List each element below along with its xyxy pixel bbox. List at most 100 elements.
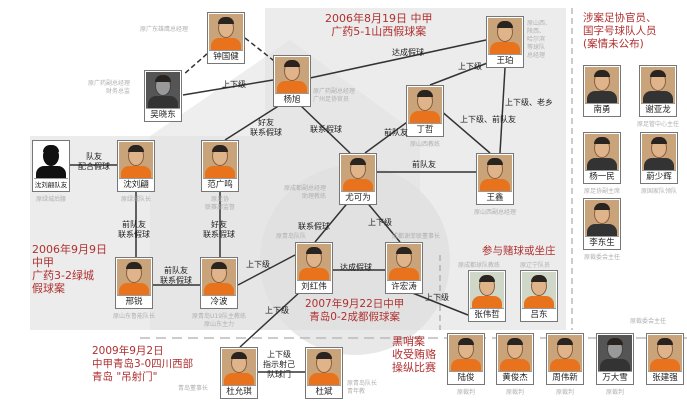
case-title-guangyao_shanxi: 2006年8月19日 中甲广药5-1山西假球案 bbox=[325, 12, 433, 38]
person-xingrui: 邢锐 bbox=[115, 257, 153, 309]
person-name: 南勇 bbox=[585, 103, 619, 116]
person-name: 沈刘翩 bbox=[119, 178, 153, 191]
person-name: 许宏涛 bbox=[387, 280, 421, 293]
edge-label-wu_yang: 上下级 bbox=[222, 80, 246, 89]
portrait-photo bbox=[222, 349, 256, 385]
person-dingzhe: 丁哲 bbox=[406, 85, 444, 137]
portrait-photo bbox=[341, 155, 375, 191]
edge-label-du_dubin: 上下级指示射己队球门 bbox=[263, 350, 295, 379]
person-name: 范广鸣 bbox=[203, 178, 237, 191]
edge-label-wang_ding: 上下级 bbox=[458, 62, 482, 71]
person-name: 吕东 bbox=[522, 308, 556, 321]
person-zhangweizhe: 张伟哲 bbox=[468, 270, 506, 322]
edge-leng_liu bbox=[237, 254, 296, 286]
person-wandaxue: 万大雪 bbox=[596, 333, 634, 385]
portrait-photo bbox=[209, 14, 243, 50]
person-caption: 原足管中心主任 bbox=[636, 121, 679, 128]
person-caption: 原裁判 bbox=[456, 389, 475, 396]
person-name: 万大雪 bbox=[598, 371, 632, 384]
person-lengbo: 冷波 bbox=[200, 257, 238, 309]
edge-wang_ding bbox=[429, 61, 491, 86]
edge-label-you_xu: 上下级 bbox=[368, 218, 392, 227]
edge-label-mate_shen: 队友配合假球 bbox=[78, 152, 110, 171]
person-name: 李东生 bbox=[585, 236, 619, 249]
person-caption: 原裁判 bbox=[555, 389, 574, 396]
person-caption: 原青岛队长青年教 bbox=[347, 380, 378, 395]
person-fanguangming: 范广鸣 bbox=[201, 140, 239, 192]
person-name: 邢锐 bbox=[117, 295, 151, 308]
person-caption: 原绿城后腰 bbox=[35, 196, 66, 203]
portrait-photo bbox=[146, 72, 180, 108]
portrait-photo bbox=[548, 335, 582, 371]
edge-you_xu bbox=[364, 199, 401, 243]
person-name: 沈刘翩队友 bbox=[34, 178, 68, 191]
case-title-qingdao_chengdu: 2007年9月22日中甲青岛0-2成都假球案 bbox=[305, 298, 405, 323]
case-title-black_whistle: 黑哨案收受贿赂操纵比赛 bbox=[392, 335, 436, 374]
person-caption: 原成都球队教练 bbox=[458, 262, 501, 269]
edge-label-you_wangxin: 前队友 bbox=[412, 160, 436, 169]
portrait-photo bbox=[387, 244, 421, 280]
gambling-title: 参与赌球或坐庄 bbox=[482, 245, 556, 257]
portrait-photo bbox=[408, 87, 442, 123]
qingdao-chengdu-circle bbox=[260, 165, 450, 355]
person-name: 黄俊杰 bbox=[498, 371, 532, 384]
person-caption: 原山西副总经理 bbox=[473, 209, 516, 216]
person-xieyalong: 谢亚龙 bbox=[639, 65, 677, 117]
person-dubin: 杜斌 bbox=[305, 347, 343, 399]
portrait-photo bbox=[598, 335, 632, 371]
person-caption: 原国家队领队 bbox=[640, 188, 677, 195]
portrait-photo bbox=[117, 259, 151, 295]
portrait-photo bbox=[522, 272, 556, 308]
person-caption: 原裁判 bbox=[605, 389, 624, 396]
portrait-photo bbox=[585, 67, 619, 103]
person-wangxin: 王鑫 bbox=[476, 153, 514, 205]
edge-yang_fan bbox=[224, 104, 281, 141]
person-name: 尤可为 bbox=[341, 191, 375, 204]
person-name: 杜允琪 bbox=[222, 385, 256, 398]
person-liuhongwei: 刘红伟 bbox=[295, 242, 333, 294]
edge-ding_you bbox=[364, 119, 411, 154]
case-title-qingdao_sichuan: 2009年9月2日中甲青岛3-0四川西部青岛 "吊射门" bbox=[92, 345, 194, 383]
person-name: 周伟新 bbox=[548, 371, 582, 384]
person-duyunqi: 杜允琪 bbox=[220, 347, 258, 399]
edge-label-xu_zhang: 上下级 bbox=[425, 293, 449, 302]
person-caption: 原裁判 bbox=[505, 389, 524, 396]
person-caption: 原成都副总经理助理教练 bbox=[284, 185, 327, 200]
person-yangyimin: 杨一民 bbox=[583, 132, 621, 184]
person-name: 王珀 bbox=[488, 54, 522, 67]
person-caption: 原山西教练 bbox=[409, 141, 440, 148]
person-caption: 原青岛队队 bbox=[276, 233, 307, 240]
person-name: 杨旭 bbox=[275, 93, 309, 106]
portrait-photo bbox=[449, 335, 483, 371]
person-caption: 原裁委会主任 bbox=[630, 318, 667, 325]
edge-label-liu_du: 上下级 bbox=[265, 306, 289, 315]
person-name: 陆俊 bbox=[449, 371, 483, 384]
person-caption: 原广东雄鹰总经理 bbox=[140, 26, 189, 33]
case-title-guangyao_lvcheng: 2006年9月9日中甲广药3-2绿城假球案 bbox=[32, 243, 107, 295]
person-caption: 原足协副主席 bbox=[583, 188, 620, 195]
person-shenliuxiang: 沈刘翩 bbox=[117, 140, 155, 192]
portrait-photo bbox=[585, 200, 619, 236]
person-name: 冷波 bbox=[202, 295, 236, 308]
edge-label-ding_wangxin: 上下级、前队友 bbox=[460, 115, 516, 124]
edge-label-yang_you: 联系假球 bbox=[310, 125, 342, 134]
edge-label-yang_fan: 好友联系假球 bbox=[250, 118, 282, 137]
edge-label-fan_leng: 好友联系假球 bbox=[203, 220, 235, 239]
person-name: 张伟哲 bbox=[470, 308, 504, 321]
edge-label-yang_wang: 达成假球 bbox=[392, 48, 424, 57]
edge-label-leng_liu: 上下级 bbox=[246, 260, 270, 269]
person-weishaohui: 蔚少辉 bbox=[640, 132, 678, 184]
portrait-photo bbox=[498, 335, 532, 371]
person-nanyong: 南勇 bbox=[583, 65, 621, 117]
person-yangxu: 杨旭 bbox=[273, 55, 311, 107]
person-caption: 原足协联赛部监督 bbox=[204, 196, 235, 211]
person-name: 王鑫 bbox=[478, 191, 512, 204]
person-caption: 原山东鲁能队长 bbox=[112, 313, 155, 320]
edge-label-xing_leng: 前队友联系假球 bbox=[160, 266, 192, 285]
person-caption: 原广药副总经理广州足协官员 bbox=[313, 88, 356, 103]
portrait-photo bbox=[642, 134, 676, 170]
portrait-photo bbox=[478, 155, 512, 191]
person-caption: 成都谢菲联董事长 bbox=[392, 233, 441, 240]
person-name: 杨一民 bbox=[585, 170, 619, 183]
person-huangjunjie: 黄俊杰 bbox=[496, 333, 534, 385]
